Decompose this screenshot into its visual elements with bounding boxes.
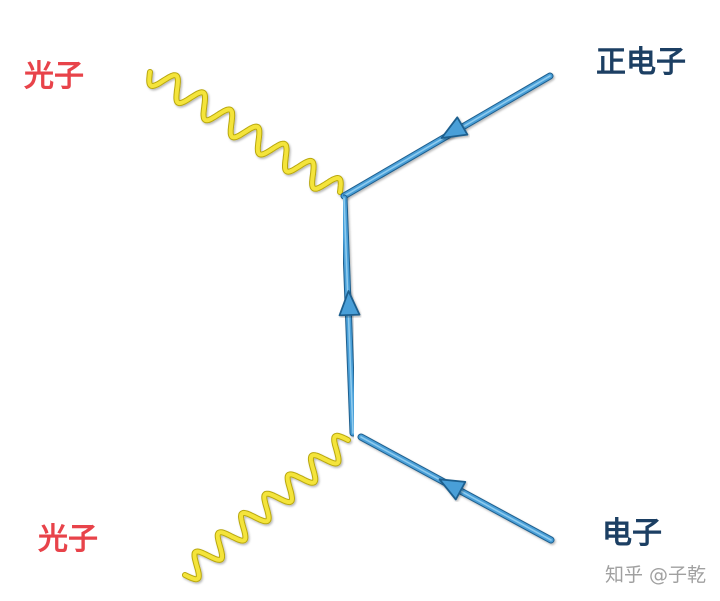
photon-line-bottom bbox=[182, 432, 351, 583]
photon-lines bbox=[146, 69, 351, 583]
photon-top-label: 光子 bbox=[24, 59, 84, 94]
photon-line-top bbox=[146, 69, 344, 195]
arrowheads bbox=[338, 116, 469, 501]
photon-bottom-label: 光子 bbox=[38, 522, 98, 557]
electron-label: 电子 bbox=[602, 516, 662, 551]
positron-label: 正电子 bbox=[596, 45, 686, 80]
electron-arrow-icon bbox=[438, 478, 467, 501]
fermion-lines bbox=[340, 72, 555, 544]
internal-arrow-icon bbox=[338, 290, 361, 317]
watermark: 知乎 @子乾 bbox=[604, 564, 706, 586]
positron-arrow-icon bbox=[440, 116, 469, 139]
